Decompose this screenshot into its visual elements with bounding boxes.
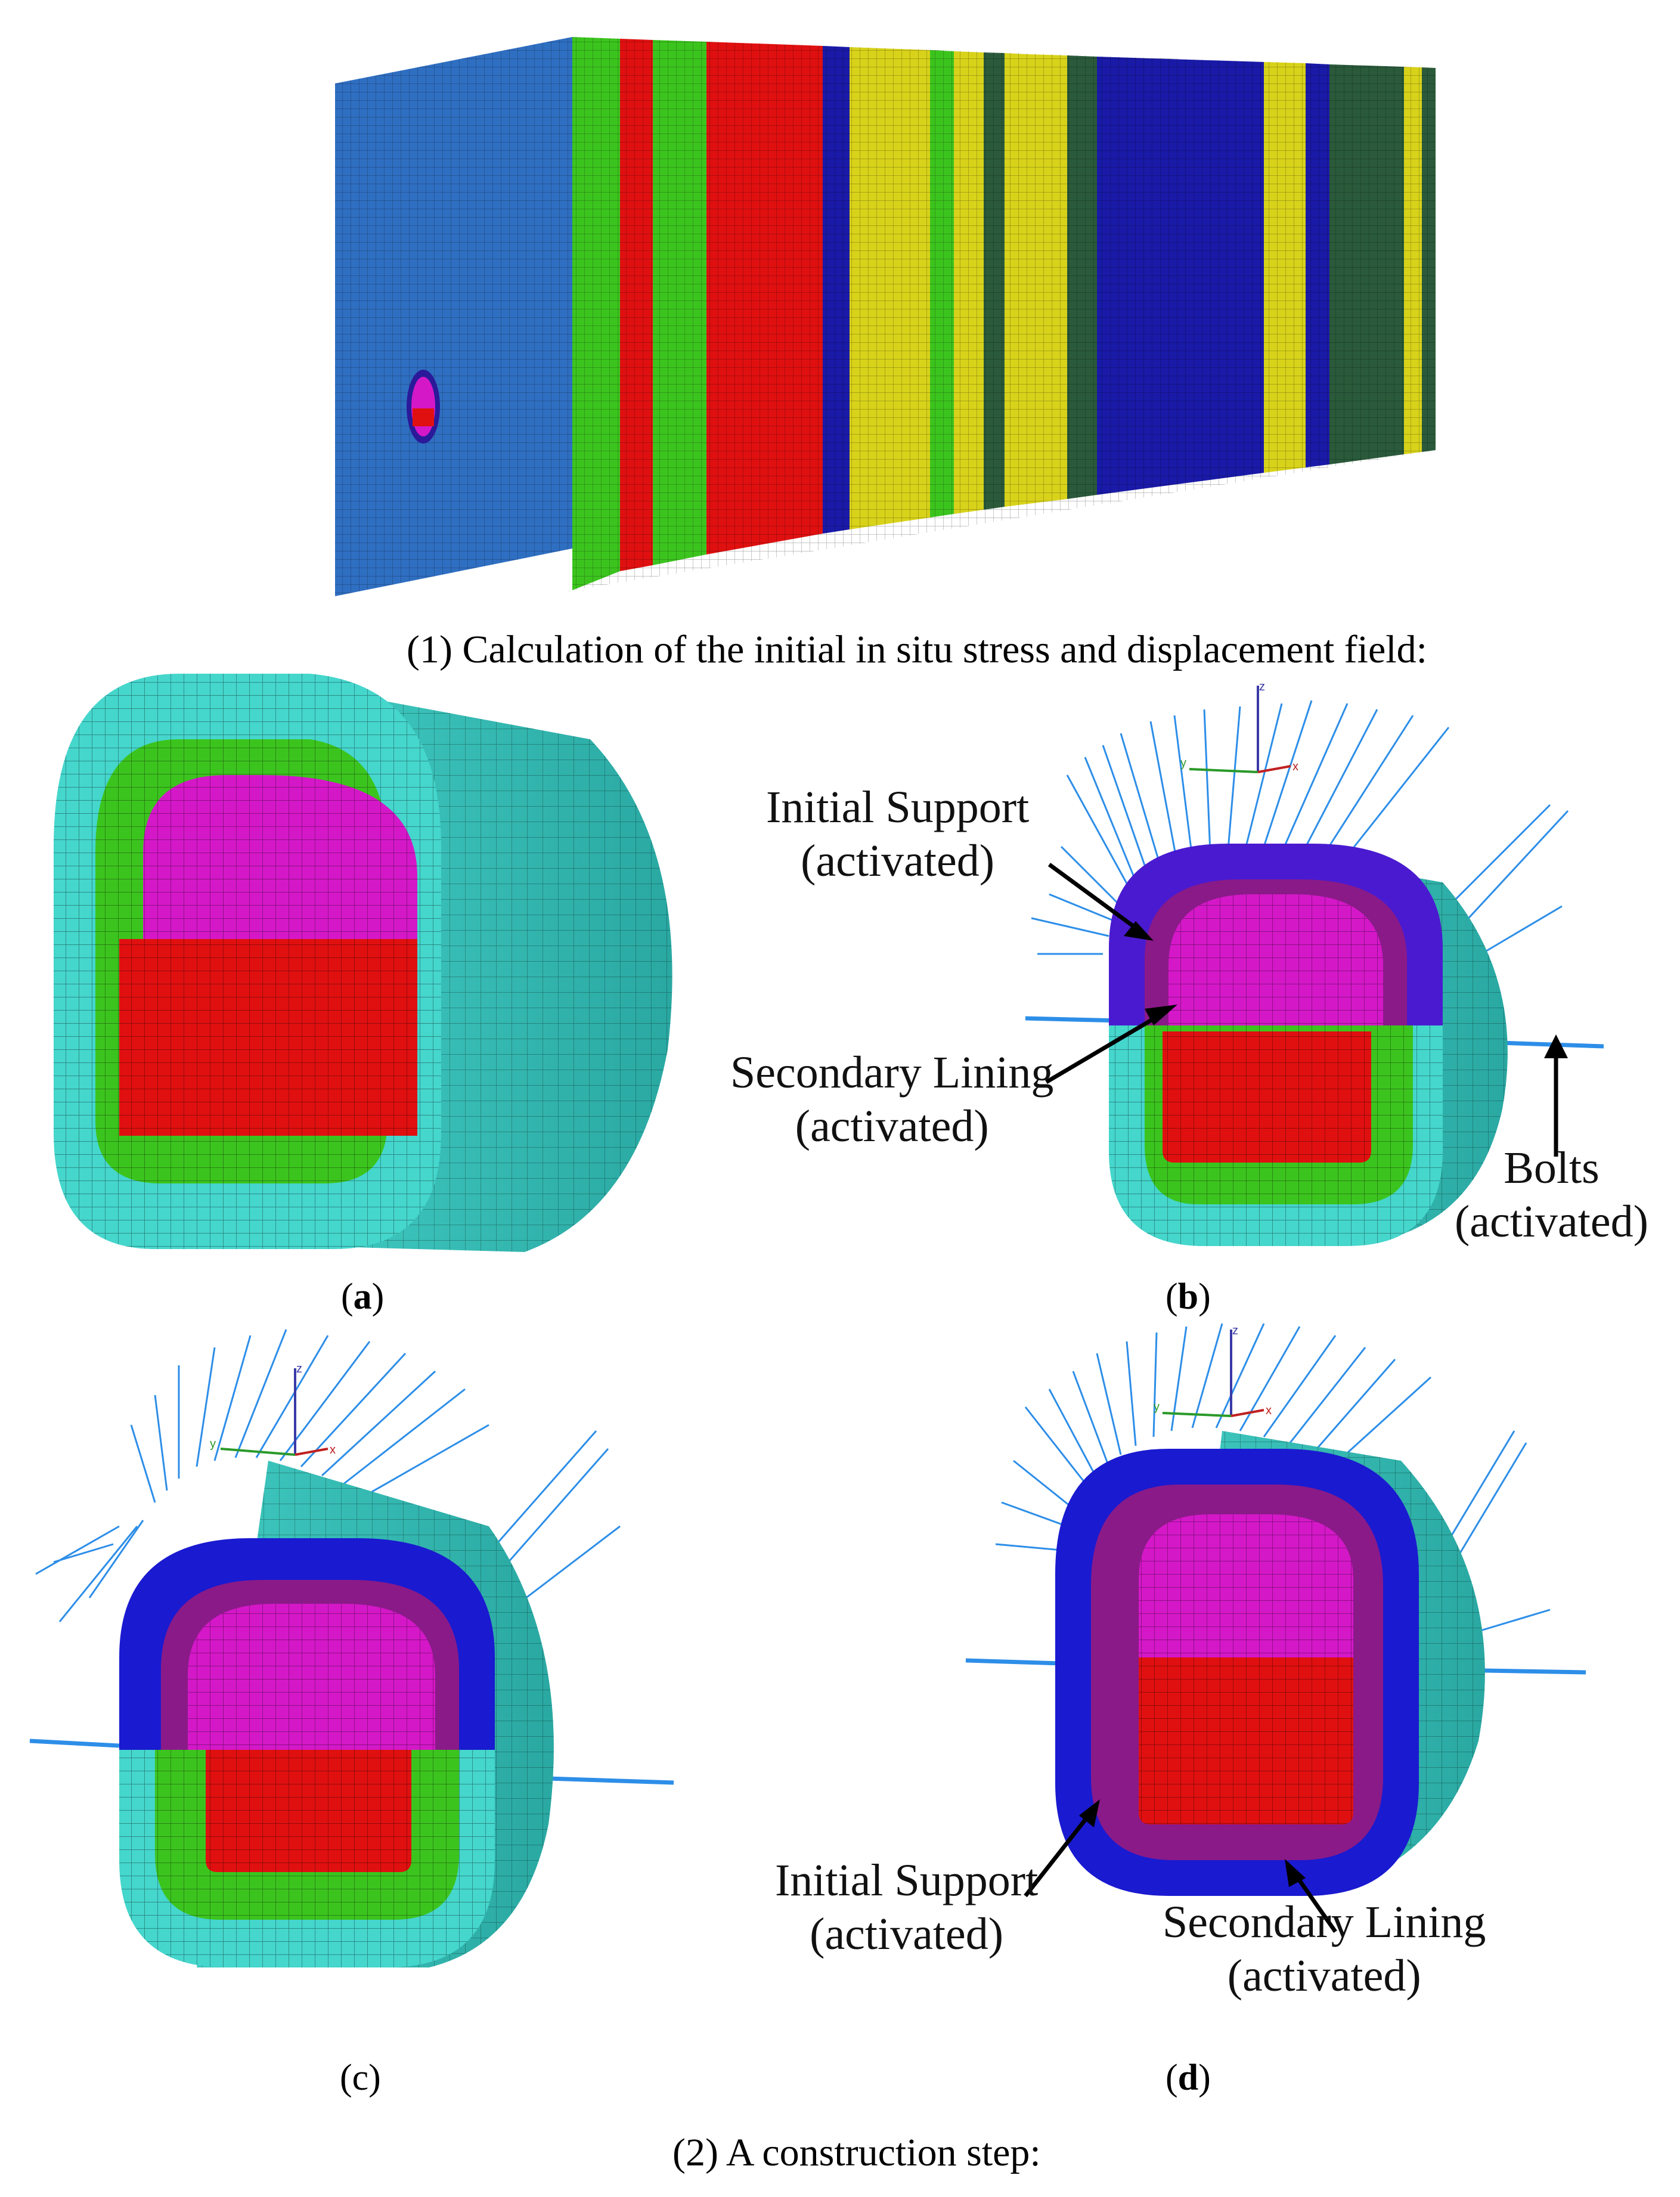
- axis-triad-c: z y x: [210, 1362, 336, 1457]
- axis-triad-d: z y x: [1154, 1324, 1272, 1417]
- panel-label-d: (d): [1166, 2057, 1211, 2098]
- caption-step-2: (2) A construction step:: [672, 2131, 1041, 2174]
- label-secondary-lining-d: Secondary Lining (activated): [1163, 1897, 1486, 2001]
- block-side-bands: [572, 37, 1436, 590]
- label-secondary-lining-b: Secondary Lining (activated): [730, 1048, 1054, 1151]
- axis-x-label: x: [330, 1443, 336, 1457]
- panel-a-model: [54, 674, 672, 1252]
- axis-y-label: y: [1180, 757, 1186, 770]
- axis-y-label: y: [210, 1437, 216, 1451]
- axis-z-label: z: [296, 1362, 302, 1375]
- axis-x-label: x: [1292, 760, 1298, 773]
- panel-d-model: z y x: [965, 1323, 1586, 1933]
- axis-z-label: z: [1232, 1324, 1238, 1337]
- panel-c-model: z y x: [29, 1329, 674, 1967]
- axis-x-label: x: [1266, 1404, 1272, 1417]
- label-initial-support-b: Initial Support (activated): [766, 782, 1030, 886]
- axis-z-label: z: [1259, 680, 1265, 693]
- rock-mass-block: [335, 37, 1436, 596]
- panel-label-c: (c): [340, 2057, 381, 2098]
- label-bolts-b: Bolts (activated): [1455, 1143, 1648, 1247]
- axis-triad-b: z y x: [1180, 680, 1298, 773]
- leader-arrows-b: [1045, 863, 1568, 1157]
- label-initial-support-d: Initial Support (activated): [775, 1855, 1039, 1959]
- panel-b-model: z y x: [1025, 680, 1604, 1246]
- panel-label-b: (b): [1166, 1276, 1211, 1317]
- caption-step-1: (1) Calculation of the initial in situ s…: [407, 628, 1427, 671]
- leader-arrows-d: [1024, 1799, 1337, 1933]
- panel-label-a: (a): [341, 1276, 385, 1317]
- axis-y-label: y: [1154, 1400, 1160, 1414]
